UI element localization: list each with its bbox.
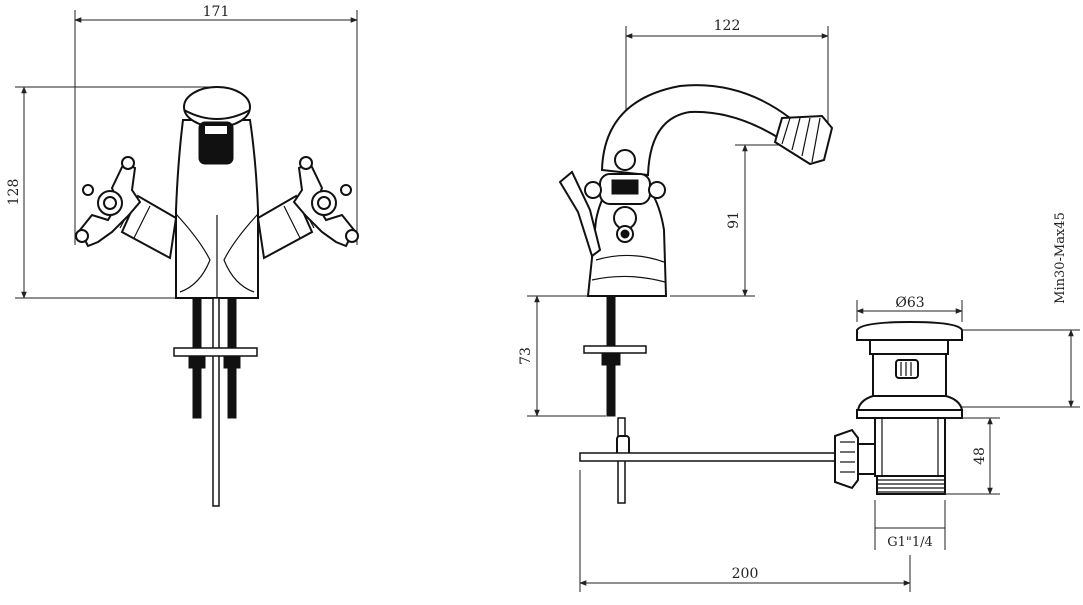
dim-waste-range: Min30-Max45 xyxy=(962,212,1080,408)
dim-front-height: 128 xyxy=(6,86,215,299)
dim-rod-length-label: 200 xyxy=(732,566,759,582)
dim-spout-height-label: 91 xyxy=(726,211,742,229)
front-view: 171 128 xyxy=(6,4,359,507)
dim-shank-length-label: 73 xyxy=(518,347,534,365)
dim-side-reach-label: 122 xyxy=(714,18,741,34)
dim-front-height-label: 128 xyxy=(6,179,22,206)
dim-waste-range-label: Min30-Max45 xyxy=(1053,212,1068,304)
side-lift-lever xyxy=(558,170,602,258)
front-tap-body xyxy=(175,86,259,299)
dim-rod-length: 200 xyxy=(579,470,911,592)
front-right-handle xyxy=(256,156,359,260)
dim-waste-diameter: Ø63 xyxy=(856,295,963,322)
side-tap-body xyxy=(586,189,668,297)
dim-thread: G1"1/4 xyxy=(874,500,946,550)
side-handle xyxy=(584,149,666,243)
front-mounting-studs xyxy=(173,297,258,507)
dim-waste-length-label: 48 xyxy=(972,447,988,465)
waste-assembly xyxy=(856,320,964,495)
dim-side-reach: 122 xyxy=(625,18,829,140)
dim-waste-length: 48 xyxy=(945,417,1000,495)
dim-waste-diameter-label: Ø63 xyxy=(895,295,924,311)
dim-spout-height: 91 xyxy=(670,144,790,297)
dim-front-width-label: 171 xyxy=(203,4,230,20)
front-left-handle xyxy=(75,156,178,260)
side-shank xyxy=(583,295,647,504)
dim-thread-label: G1"1/4 xyxy=(887,535,933,550)
side-spout xyxy=(600,84,834,177)
side-view: 122 91 73 xyxy=(518,18,1080,592)
dim-front-width: 171 xyxy=(74,4,358,245)
dim-shank-length: 73 xyxy=(518,295,606,417)
